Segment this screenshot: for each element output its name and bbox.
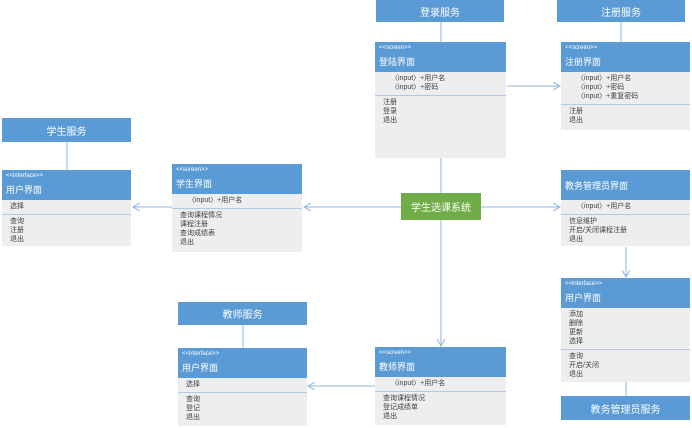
register-service-box: 注册服务 (557, 0, 685, 22)
operation-section: 查询课程情况 登记成绩单 退出 (375, 392, 506, 424)
register-screen-card: <<screen>> 注册界面 〈input〉+用户名 〈input〉+密码 〈… (561, 42, 690, 130)
card-stereotype: <<interface>> (6, 173, 44, 179)
operation-row: 注册 (569, 108, 583, 115)
attribute-row: 〈input〉+用户名 (391, 75, 446, 82)
operation-row: 信息维护 (569, 218, 597, 225)
card-body: 选择 查询 注册 退出 (2, 200, 131, 246)
card-header: <<screen>> 教师界面 (375, 347, 506, 377)
operation-row: 退出 (383, 117, 397, 124)
student-service-box: 学生服务 (2, 118, 131, 142)
card-header: <<interface>> 用户界面 (178, 348, 307, 378)
card-body: 选择 查询 登记 退出 (178, 378, 307, 426)
operation-row: 查询 (186, 396, 200, 403)
operation-row: 查询 (569, 353, 583, 360)
attribute-row: 选择 (186, 381, 200, 388)
attribute-row: 〈input〉+用户名 (577, 203, 632, 210)
operation-section: 查询 注册 退出 (2, 215, 131, 247)
login-service-box: 登录服务 (376, 0, 504, 22)
operation-row: 查询成绩表 (180, 230, 215, 237)
teacher-service-box: 教师服务 (178, 302, 307, 325)
attribute-section: 选择 (2, 200, 131, 215)
attribute-row: 〈input〉+密码 (391, 84, 439, 91)
attribute-row: 删除 (569, 320, 583, 327)
card-body: 〈input〉+用户名 〈input〉+密码 注册 登录 退出 (375, 72, 506, 158)
attribute-row: 选择 (10, 203, 24, 210)
operation-section: 查询课程情况 课程注册 查询成绩表 退出 (172, 209, 302, 250)
card-body: 〈input〉+用户名 〈input〉+密码 〈input〉+重复密码 注册 退… (561, 72, 690, 130)
operation-row: 开启/关闭课程注册 (569, 227, 627, 234)
attribute-section: 〈input〉+用户名 (172, 194, 302, 209)
attribute-row: 〈input〉+用户名 (577, 75, 632, 82)
operation-row: 课程注册 (180, 221, 208, 228)
operation-row: 退出 (383, 413, 397, 420)
operation-row: 注册 (383, 99, 397, 106)
operation-row: 退出 (569, 236, 583, 243)
attribute-section: 〈input〉+用户名 〈input〉+密码 〈input〉+重复密码 (561, 72, 690, 105)
attribute-section: 〈input〉+用户名 〈input〉+密码 (375, 72, 506, 96)
attribute-row: 更新 (569, 329, 583, 336)
attribute-row: 〈input〉+用户名 (391, 380, 446, 387)
attribute-row: 选择 (569, 338, 583, 345)
operation-row: 登录 (383, 108, 397, 115)
card-stereotype: <<screen>> (565, 45, 598, 51)
operation-section: 注册 登录 退出 (375, 96, 506, 128)
admin-user-interface-card: <<interface>> 用户界面 添加 删除 更新 选择 查询 开启/关闭 … (561, 278, 690, 382)
attribute-section: 添加 删除 更新 选择 (561, 308, 690, 350)
card-title: 用户界面 (565, 293, 602, 303)
operation-row: 退出 (10, 236, 24, 243)
attribute-section: 〈input〉+用户名 (375, 377, 506, 392)
card-stereotype: <<interface>> (182, 351, 220, 357)
card-title: 用户界面 (6, 185, 43, 195)
card-title: 登陆界面 (379, 57, 416, 67)
attribute-row: 添加 (569, 311, 583, 318)
operation-row: 登记 (186, 405, 200, 412)
attribute-section: 〈input〉+用户名 (561, 200, 690, 215)
operation-section: 注册 退出 (561, 105, 690, 128)
card-title: 教师界面 (379, 362, 416, 372)
attribute-section: 选择 (178, 378, 307, 393)
operation-row: 注册 (10, 227, 24, 234)
operation-row: 查询课程情况 (180, 212, 222, 219)
attribute-row: 〈input〉+密码 (577, 84, 625, 91)
attribute-row: 〈input〉+用户名 (188, 197, 243, 204)
student-screen-card: <<screen>> 学生界面 〈input〉+用户名 查询课程情况 课程注册 … (172, 164, 302, 252)
admin-screen-card: 教务管理员界面 〈input〉+用户名 信息维护 开启/关闭课程注册 退出 (561, 170, 690, 246)
card-body: 〈input〉+用户名 信息维护 开启/关闭课程注册 退出 (561, 200, 690, 246)
operation-section: 查询 登记 退出 (178, 393, 307, 425)
operation-row: 退出 (180, 239, 194, 246)
card-stereotype: <<interface>> (565, 281, 603, 287)
operation-row: 查询课程情况 (383, 395, 425, 402)
card-stereotype: <<screen>> (379, 350, 412, 356)
teacher-user-interface-card: <<interface>> 用户界面 选择 查询 登记 退出 (178, 348, 307, 426)
card-header: <<interface>> 用户界面 (561, 278, 690, 308)
card-header: <<screen>> 登陆界面 (375, 42, 506, 72)
card-body: 添加 删除 更新 选择 查询 开启/关闭 退出 (561, 308, 690, 382)
card-title: 教务管理员界面 (565, 181, 629, 191)
teacher-screen-card: <<screen>> 教师界面 〈input〉+用户名 查询课程情况 登记成绩单… (375, 347, 506, 425)
attribute-row: 〈input〉+重复密码 (577, 93, 639, 100)
card-stereotype: <<screen>> (379, 45, 412, 51)
operation-row: 退出 (569, 371, 583, 378)
card-header: 教务管理员界面 (561, 170, 690, 200)
login-screen-card: <<screen>> 登陆界面 〈input〉+用户名 〈input〉+密码 注… (375, 42, 506, 158)
operation-row: 退出 (186, 414, 200, 421)
operation-row: 开启/关闭 (569, 362, 599, 369)
center-system-node: 学生选课系统 (401, 193, 481, 220)
card-title: 学生界面 (176, 179, 213, 189)
admin-service-box: 教务管理员服务 (561, 396, 690, 420)
card-body: 〈input〉+用户名 查询课程情况 课程注册 查询成绩表 退出 (172, 194, 302, 252)
card-header: <<interface>> 用户界面 (2, 170, 131, 200)
card-header: <<screen>> 注册界面 (561, 42, 690, 72)
card-header: <<screen>> 学生界面 (172, 164, 302, 194)
card-title: 注册界面 (565, 57, 602, 67)
operation-section: 信息维护 开启/关闭课程注册 退出 (561, 215, 690, 247)
card-stereotype: <<screen>> (176, 167, 209, 173)
card-title: 用户界面 (182, 363, 219, 373)
operation-row: 查询 (10, 218, 24, 225)
operation-row: 登记成绩单 (383, 404, 418, 411)
operation-section: 查询 开启/关闭 退出 (561, 350, 690, 382)
operation-row: 退出 (569, 117, 583, 124)
student-user-interface-card: <<interface>> 用户界面 选择 查询 注册 退出 (2, 170, 131, 246)
card-body: 〈input〉+用户名 查询课程情况 登记成绩单 退出 (375, 377, 506, 425)
